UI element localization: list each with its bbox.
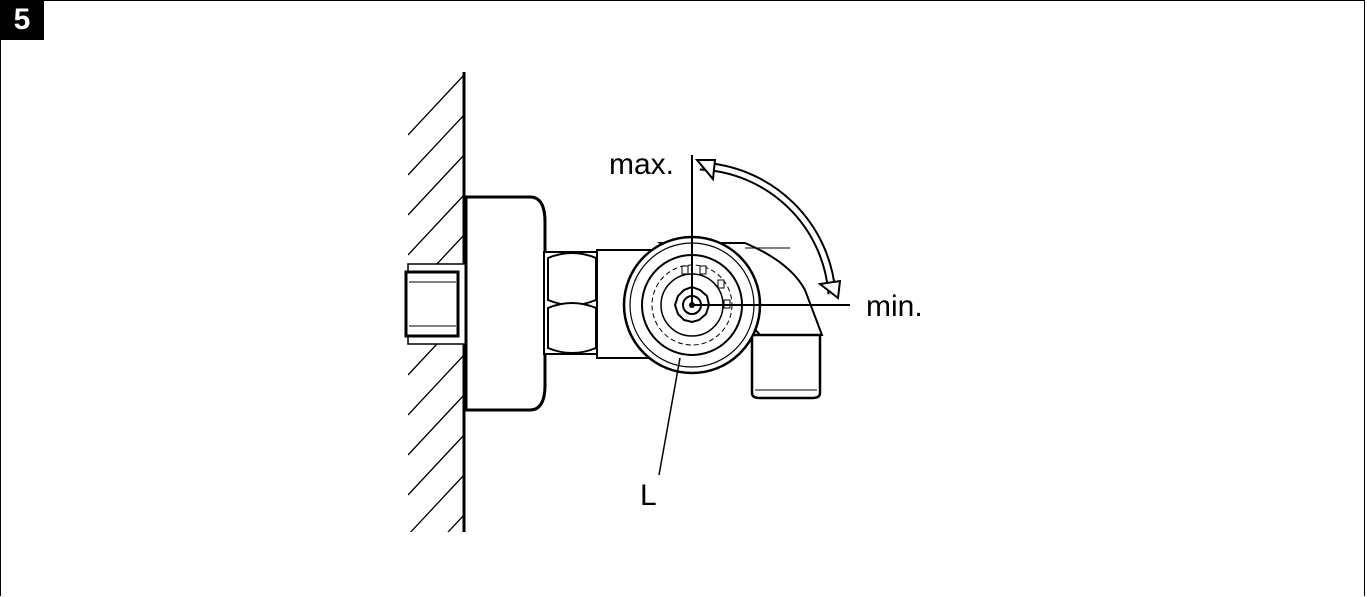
wall-pipe: [404, 263, 469, 345]
hex-nut: [543, 251, 601, 355]
reference-lines: [691, 155, 850, 306]
wall-rosette: [464, 195, 547, 412]
part-l-label: L: [640, 479, 657, 512]
max-label: max.: [609, 148, 674, 181]
part-l-leader-line: [658, 357, 681, 476]
figure-number-badge: 5: [0, 0, 44, 40]
rotation-arrow: [694, 159, 842, 300]
min-label: min.: [866, 290, 923, 323]
